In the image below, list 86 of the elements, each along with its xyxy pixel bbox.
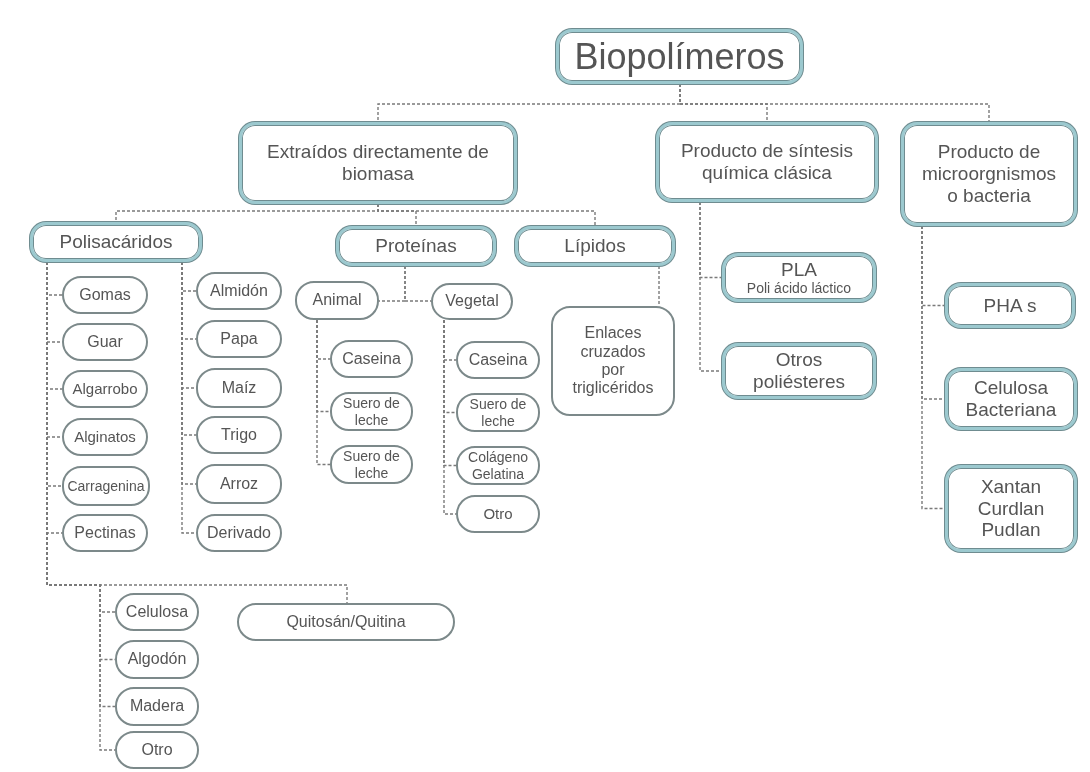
- node-label: Celulosa Bacteriana: [964, 377, 1058, 421]
- item-box: [330, 392, 413, 431]
- item-box: [115, 731, 199, 769]
- connector-line: [679, 83, 990, 123]
- node-label: Carragenina: [67, 477, 145, 495]
- item-box: [196, 514, 282, 552]
- node-label: Lípidos: [564, 235, 626, 257]
- node-label: Alginatos: [74, 428, 136, 446]
- item-box: [196, 320, 282, 358]
- category-box: [656, 122, 878, 202]
- item-box: [456, 495, 540, 533]
- connector-line: [921, 225, 946, 510]
- node-label: Madera: [129, 697, 185, 716]
- node-label: Producto de síntesis química clásica: [679, 140, 855, 184]
- category-box: [722, 253, 876, 302]
- item-box: [330, 445, 413, 484]
- category-box: [30, 222, 202, 262]
- node-label: Derivado: [207, 523, 271, 543]
- connector-line: [443, 319, 457, 515]
- node-label: Xantan Curdlan Pudlan: [976, 475, 1046, 542]
- node-label: Trigo: [221, 425, 257, 445]
- item-box: [62, 466, 150, 506]
- connector-line: [377, 203, 596, 227]
- category-box: [239, 122, 517, 204]
- category-box: [556, 29, 803, 84]
- node-label: Caseina: [342, 349, 401, 369]
- node-label: Poli ácido láctico: [746, 280, 852, 297]
- node-label: Producto de microorgnismos o bacteria: [920, 141, 1058, 207]
- category-box: [722, 343, 876, 399]
- node-label: Maíz: [221, 378, 257, 398]
- node-label: Biopolímeros: [574, 35, 785, 78]
- category-box: [945, 283, 1075, 328]
- item-box: [115, 687, 199, 726]
- item-box: [62, 514, 148, 552]
- item-box: [551, 306, 675, 416]
- node-label: Celulosa: [125, 602, 189, 622]
- node-label: Arroz: [219, 474, 259, 494]
- item-box: [62, 276, 148, 314]
- node-label: Polisacáridos: [59, 231, 173, 253]
- item-box: [431, 283, 513, 320]
- node-label: Animal: [312, 291, 362, 310]
- connector-line: [316, 319, 331, 466]
- node-label: Otro: [141, 740, 173, 760]
- node-label: PHA s: [983, 294, 1037, 317]
- node-label: Suero de leche: [468, 396, 528, 429]
- item-box: [196, 368, 282, 408]
- node-label: Pectinas: [74, 523, 136, 543]
- node-label: Guar: [87, 332, 123, 352]
- item-box: [62, 323, 148, 361]
- node-label: Enlaces cruzados por triglicéridos: [571, 324, 655, 398]
- item-box: [115, 593, 199, 631]
- node-label: Papa: [220, 329, 258, 349]
- item-box: [295, 281, 379, 320]
- item-box: [456, 446, 540, 485]
- item-box: [456, 341, 540, 379]
- category-box: [515, 226, 675, 266]
- item-box: [330, 340, 413, 378]
- node-label: Algarrobo: [72, 380, 138, 398]
- category-box: [945, 465, 1077, 552]
- node-label: Suero de leche: [342, 448, 401, 481]
- item-box: [196, 272, 282, 310]
- category-box: [336, 226, 496, 266]
- category-box: [945, 368, 1077, 430]
- node-label: Suero de leche: [342, 395, 401, 428]
- node-label: Quitosán/Quitina: [286, 612, 406, 632]
- node-label: Extraídos directamente de biomasa: [266, 141, 490, 185]
- item-box: [196, 464, 282, 504]
- node-label: Otro: [483, 505, 513, 523]
- node-label: Almidón: [210, 281, 268, 301]
- node-label: Proteínas: [375, 235, 457, 257]
- node-label: PLA: [781, 258, 817, 281]
- item-box: [456, 393, 540, 432]
- item-box: [196, 416, 282, 454]
- node-label: Algodón: [127, 650, 187, 669]
- node-label: Colágeno Gelatina: [467, 449, 529, 482]
- item-box: [237, 603, 455, 641]
- category-box: [901, 122, 1077, 226]
- connector-line: [658, 265, 660, 307]
- item-box: [115, 640, 199, 679]
- node-label: Caseina: [468, 350, 528, 370]
- item-box: [62, 418, 148, 456]
- node-label: Gomas: [79, 285, 131, 305]
- node-label: Vegetal: [445, 292, 499, 311]
- connector-line: [181, 261, 197, 534]
- item-box: [62, 370, 148, 408]
- node-label: Otros poliésteres: [753, 349, 845, 393]
